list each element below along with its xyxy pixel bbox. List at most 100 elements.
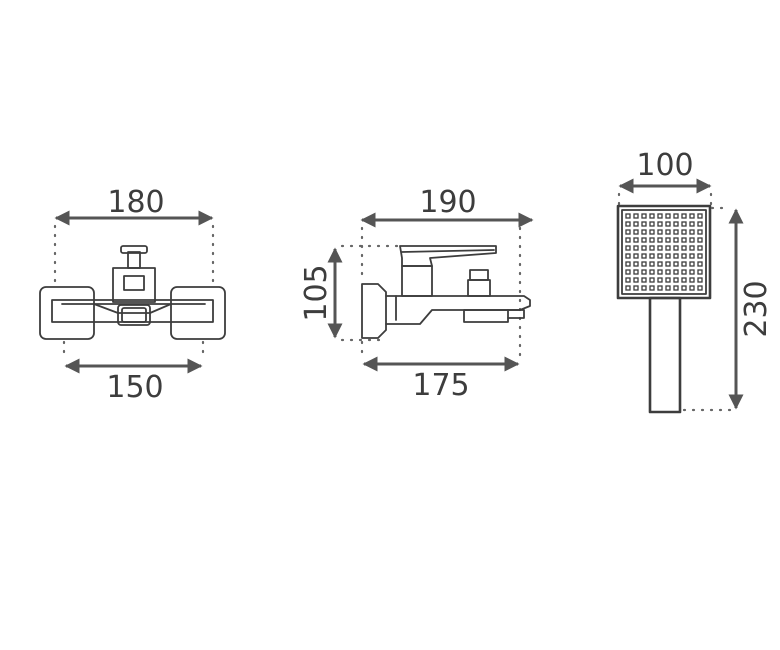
nozzle [657, 277, 663, 283]
nozzle [649, 285, 655, 291]
nozzle [689, 213, 695, 219]
nozzle [641, 237, 647, 243]
nozzle [665, 229, 671, 235]
nozzle [633, 269, 639, 275]
nozzle [649, 237, 655, 243]
nozzle [657, 253, 663, 259]
nozzle [649, 221, 655, 227]
nozzle [649, 213, 655, 219]
nozzle [633, 229, 639, 235]
nozzle [633, 221, 639, 227]
nozzle [633, 261, 639, 267]
nozzle [625, 261, 631, 267]
side-width-top-label: 190 [419, 185, 476, 220]
nozzle [689, 253, 695, 259]
nozzle [673, 277, 679, 283]
nozzle [641, 229, 647, 235]
shower-head [616, 204, 712, 300]
nozzle [657, 237, 663, 243]
nozzle [657, 221, 663, 227]
nozzle [697, 237, 703, 243]
nozzle [625, 229, 631, 235]
nozzle [673, 213, 679, 219]
nozzle [641, 253, 647, 259]
nozzle [625, 285, 631, 291]
shower-head-nozzles [625, 213, 703, 291]
nozzle [681, 245, 687, 251]
nozzle [673, 269, 679, 275]
nozzle [673, 237, 679, 243]
nozzle [689, 269, 695, 275]
nozzle [665, 269, 671, 275]
nozzle [681, 277, 687, 283]
nozzle [641, 261, 647, 267]
nozzle [689, 277, 695, 283]
nozzle [625, 245, 631, 251]
nozzle [697, 213, 703, 219]
nozzle [657, 213, 663, 219]
nozzle [681, 213, 687, 219]
nozzle [689, 237, 695, 243]
side-view: 190 105 175 [299, 185, 534, 403]
nozzle [697, 285, 703, 291]
nozzle [697, 277, 703, 283]
nozzle [673, 253, 679, 259]
nozzle [641, 285, 647, 291]
side-mixer-body [361, 245, 531, 339]
nozzle [665, 285, 671, 291]
head-height-label: 230 [739, 280, 774, 337]
nozzle [681, 285, 687, 291]
nozzle [625, 221, 631, 227]
nozzle [625, 269, 631, 275]
nozzle [665, 245, 671, 251]
nozzle [689, 261, 695, 267]
front-width-bottom-label: 150 [106, 370, 163, 405]
nozzle [633, 245, 639, 251]
nozzle [649, 277, 655, 283]
nozzle [673, 221, 679, 227]
front-mixer-body [39, 245, 226, 340]
nozzle [681, 221, 687, 227]
nozzle [697, 229, 703, 235]
nozzle [697, 269, 703, 275]
side-height-label: 105 [299, 264, 334, 321]
hand-shower-view: 100 230 [616, 148, 774, 414]
nozzle [681, 269, 687, 275]
nozzle [681, 237, 687, 243]
nozzle [633, 237, 639, 243]
nozzle [649, 229, 655, 235]
nozzle [665, 237, 671, 243]
side-width-bottom-label: 175 [412, 368, 469, 403]
nozzle [657, 245, 663, 251]
shower-handle [648, 296, 682, 414]
nozzle [657, 229, 663, 235]
nozzle [641, 213, 647, 219]
nozzle [665, 277, 671, 283]
nozzle [625, 253, 631, 259]
nozzle [689, 221, 695, 227]
nozzle [673, 245, 679, 251]
nozzle [633, 253, 639, 259]
nozzle [657, 261, 663, 267]
front-width-top-label: 180 [107, 185, 164, 220]
nozzle [689, 285, 695, 291]
nozzle [689, 245, 695, 251]
nozzle [689, 229, 695, 235]
nozzle [673, 285, 679, 291]
nozzle [657, 285, 663, 291]
nozzle [625, 213, 631, 219]
nozzle [697, 245, 703, 251]
nozzle [665, 221, 671, 227]
nozzle [697, 253, 703, 259]
shower-head-inner [621, 209, 707, 295]
front-view: 180 150 [39, 185, 226, 405]
nozzle [633, 277, 639, 283]
nozzle [673, 261, 679, 267]
nozzle [665, 253, 671, 259]
nozzle [697, 261, 703, 267]
nozzle [673, 229, 679, 235]
nozzle [649, 245, 655, 251]
nozzle [657, 269, 663, 275]
nozzle [633, 285, 639, 291]
